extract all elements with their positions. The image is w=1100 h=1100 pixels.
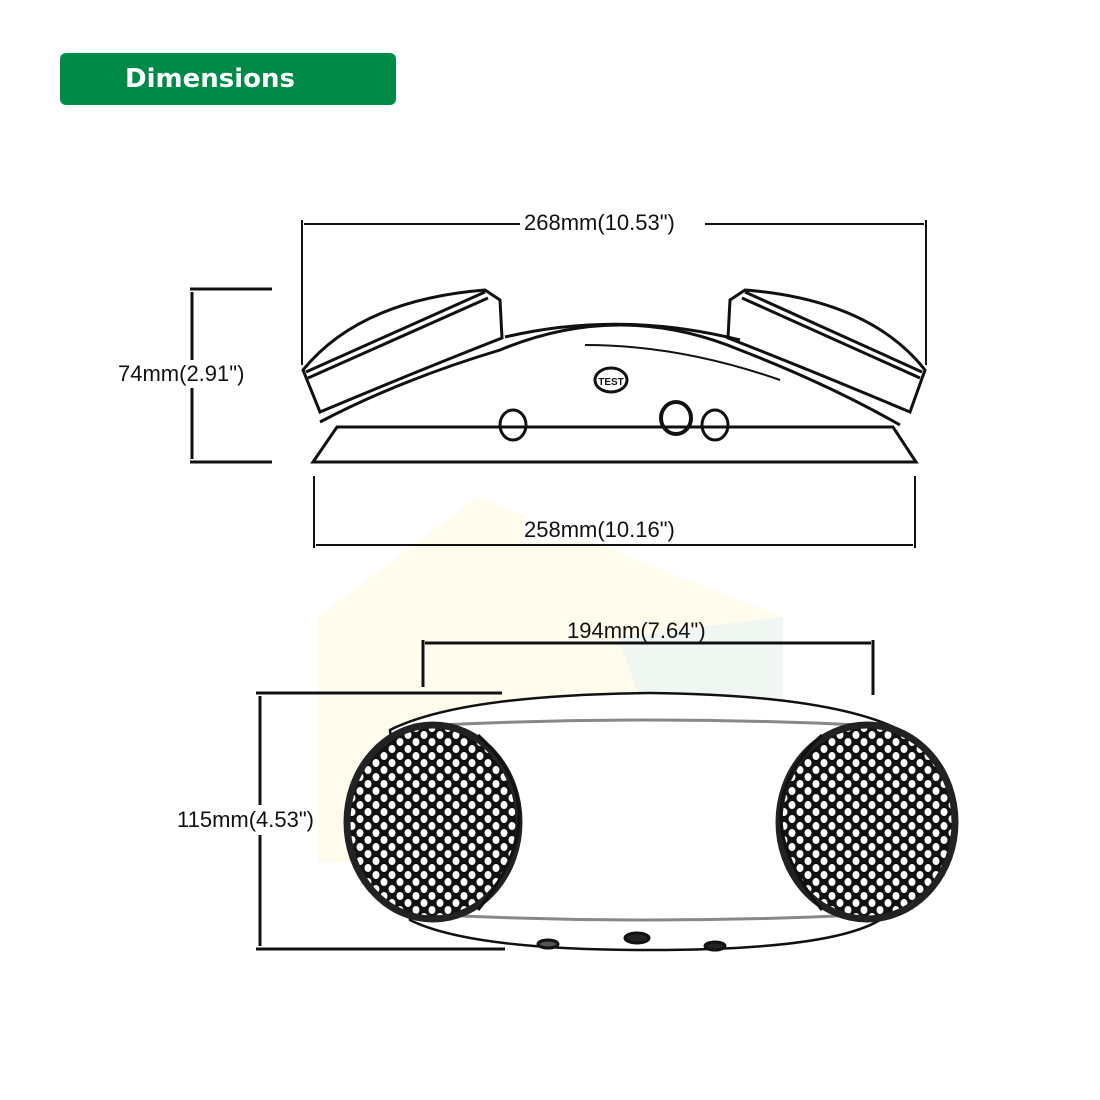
side-height-label: 74mm(2.91") bbox=[118, 361, 245, 386]
dimensions-header-badge: Dimensions bbox=[60, 53, 396, 105]
dimension-line-268 bbox=[301, 220, 927, 365]
test-button-icon bbox=[593, 366, 629, 394]
overall-width-label: 268mm(10.53") bbox=[524, 210, 675, 235]
svg-text:TEST: TEST bbox=[598, 377, 624, 388]
dimension-line-194 bbox=[421, 640, 875, 695]
front-view-body bbox=[343, 691, 959, 952]
dimension-line-115 bbox=[256, 691, 505, 951]
header-title: Dimensions bbox=[125, 64, 295, 94]
side-view-body: TEST bbox=[301, 288, 927, 464]
dimension-line-258 bbox=[313, 476, 916, 548]
dimension-line-74 bbox=[190, 287, 272, 464]
base-width-label: 258mm(10.16") bbox=[524, 517, 675, 542]
lamp-spacing-label: 194mm(7.64") bbox=[567, 618, 706, 643]
right-lamp-grille bbox=[775, 721, 959, 923]
front-height-label: 115mm(4.53") bbox=[177, 807, 315, 832]
